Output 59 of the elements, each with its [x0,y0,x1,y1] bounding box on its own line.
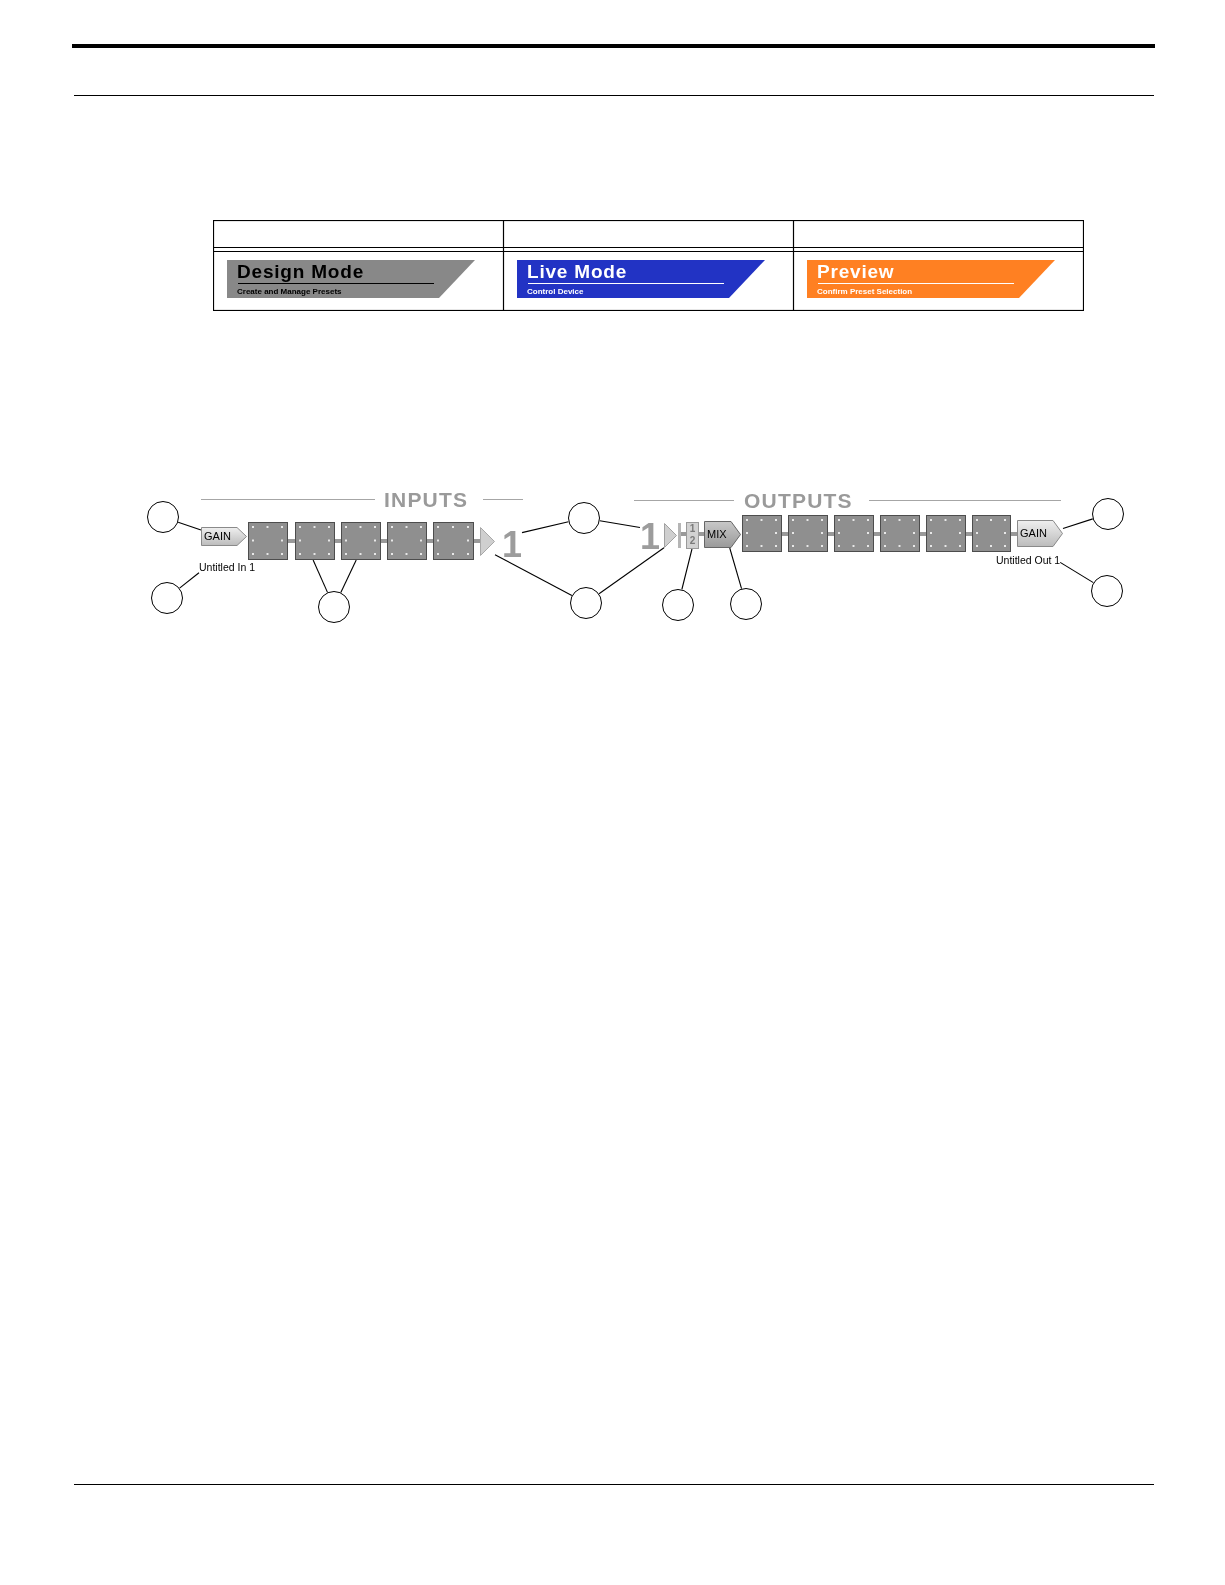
banner-subtitle: Confirm Preset Selection [817,286,913,296]
signal-line [1011,532,1017,536]
signal-line [966,532,972,536]
leader-line [312,559,329,593]
mode-banner [807,260,1055,298]
leader-line [179,572,200,589]
processing-block [880,515,920,552]
signal-line [828,532,834,536]
leader-line [494,554,573,597]
leader-line [1062,518,1094,529]
leader-line [1059,561,1094,584]
signal-line [288,539,295,543]
signal-line [782,532,788,536]
processing-block [433,522,474,560]
processing-block [295,522,335,560]
arrow-icon [480,527,495,556]
section-heading: OUTPUTS [744,490,853,512]
processing-block [341,522,381,560]
signal-line [920,532,926,536]
signal-line [474,539,480,543]
processing-block [248,522,288,560]
leader-line [521,521,569,534]
leader-line [729,547,743,590]
section-heading: INPUTS [384,489,469,511]
mode-banner [517,260,765,298]
signal-line [699,532,704,536]
channel-name: Untitled Out 1 [996,554,1061,566]
signal-line [335,539,341,543]
leader-line [599,520,641,529]
channel-number: 1 [640,523,661,551]
leader-line [340,559,357,594]
signal-line [381,539,387,543]
mix-module: MIX [704,521,741,548]
processing-block [972,515,1011,552]
gain-module: GAIN [1017,520,1063,547]
selector-number: 2 [689,535,696,547]
channel-name: Untitled In 1 [199,561,256,573]
banner-title: Design Mode [237,261,365,282]
processing-block [387,522,427,560]
channel-number: 1 [502,531,523,559]
banner-title: Preview [817,261,895,282]
leader-line [177,521,202,531]
leader-line [598,547,665,595]
signal-line [427,539,433,543]
selector-number: 1 [689,523,696,535]
processing-block [926,515,966,552]
banner-title: Live Mode [527,261,628,282]
leader-line [681,548,693,591]
input-selector [686,522,699,549]
banner-subtitle: Create and Manage Presets [237,286,342,296]
gain-module: GAIN [201,527,247,546]
processing-block [742,515,782,552]
signal-line [681,532,686,536]
mode-banner [227,260,475,298]
arrow-icon [664,523,681,548]
processing-block [834,515,874,552]
banner-subtitle: Control Device [527,286,584,296]
processing-block [788,515,828,552]
signal-line [874,532,880,536]
